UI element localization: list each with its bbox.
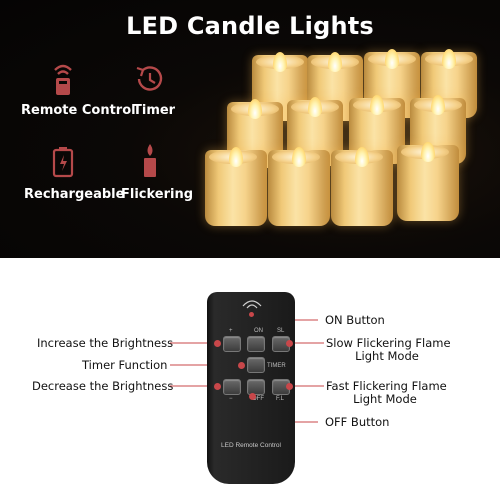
- flame: [442, 49, 456, 69]
- ir-emitter-dot: [249, 312, 254, 317]
- flame: [308, 97, 322, 117]
- sl-label: SL: [277, 328, 285, 334]
- flame: [421, 142, 435, 162]
- flame: [370, 95, 384, 115]
- flame: [273, 52, 287, 72]
- signal-icon: [242, 300, 262, 309]
- on-label: ON: [254, 328, 263, 334]
- remote-signal-icon: [54, 64, 72, 95]
- remote-face: + ON SL TIMER − OFF F.L: [217, 300, 290, 458]
- callout-dot: [249, 393, 256, 400]
- brightness-down-button[interactable]: [223, 379, 241, 395]
- callout-timer-function: Timer Function: [82, 358, 168, 372]
- callout-off-button: OFF Button: [325, 415, 390, 429]
- candle-image: [205, 147, 267, 226]
- callout-slow-flicker: Slow Flickering Flame Light Mode: [326, 336, 451, 363]
- flame: [328, 52, 342, 72]
- callout-dot: [286, 383, 293, 390]
- flame: [292, 147, 306, 167]
- callout-fast-flicker-line2: Light Mode: [353, 392, 417, 406]
- candle-flame-icon: [144, 144, 156, 177]
- feature-label-timer: Timer: [133, 103, 176, 118]
- flame: [248, 99, 262, 119]
- callout-dot: [286, 340, 293, 347]
- callout-dot: [214, 340, 221, 347]
- timer-button[interactable]: [247, 357, 265, 373]
- off-button[interactable]: [247, 379, 265, 395]
- brightness-up-button[interactable]: [223, 336, 241, 352]
- feature-label-remote: Remote Control: [21, 103, 136, 118]
- callout-increase-brightness: Increase the Brightness: [37, 336, 174, 350]
- callout-fast-flicker: Fast Flickering Flame Light Mode: [326, 379, 447, 406]
- callout-on-button: ON Button: [325, 313, 385, 327]
- timer-icon: [136, 66, 163, 91]
- flame: [385, 49, 399, 69]
- callout-dot: [214, 383, 221, 390]
- candle-image: [397, 142, 459, 221]
- candle-image: [331, 147, 393, 226]
- flame: [229, 147, 243, 167]
- fl-label: F.L: [276, 396, 285, 402]
- timer-label: TIMER: [267, 363, 286, 369]
- on-button[interactable]: [247, 336, 265, 352]
- page-title: LED Candle Lights: [126, 12, 374, 40]
- plus-label: +: [229, 328, 233, 334]
- minus-label: −: [229, 396, 233, 402]
- off-label: OFF: [252, 396, 264, 402]
- flame: [431, 95, 445, 115]
- flame: [355, 147, 369, 167]
- remote-caption: LED Remote Control: [221, 442, 281, 449]
- candle-image: [268, 147, 330, 226]
- feature-label-flickering: Flickering: [121, 187, 194, 202]
- callout-slow-flicker-line1: Slow Flickering Flame: [326, 336, 451, 350]
- feature-label-rechargeable: Rechargeable: [24, 187, 125, 202]
- callout-dot: [238, 362, 245, 369]
- hero-banner: LED Candle Lights Remote Control Timer R…: [0, 0, 500, 258]
- callout-decrease-brightness: Decrease the Brightness: [32, 379, 174, 393]
- remote-control: + ON SL TIMER − OFF F.L LED Remote Contr…: [207, 292, 295, 484]
- battery-icon: [52, 147, 74, 178]
- callout-slow-flicker-line2: Light Mode: [355, 349, 419, 363]
- callout-fast-flicker-line1: Fast Flickering Flame: [326, 379, 447, 393]
